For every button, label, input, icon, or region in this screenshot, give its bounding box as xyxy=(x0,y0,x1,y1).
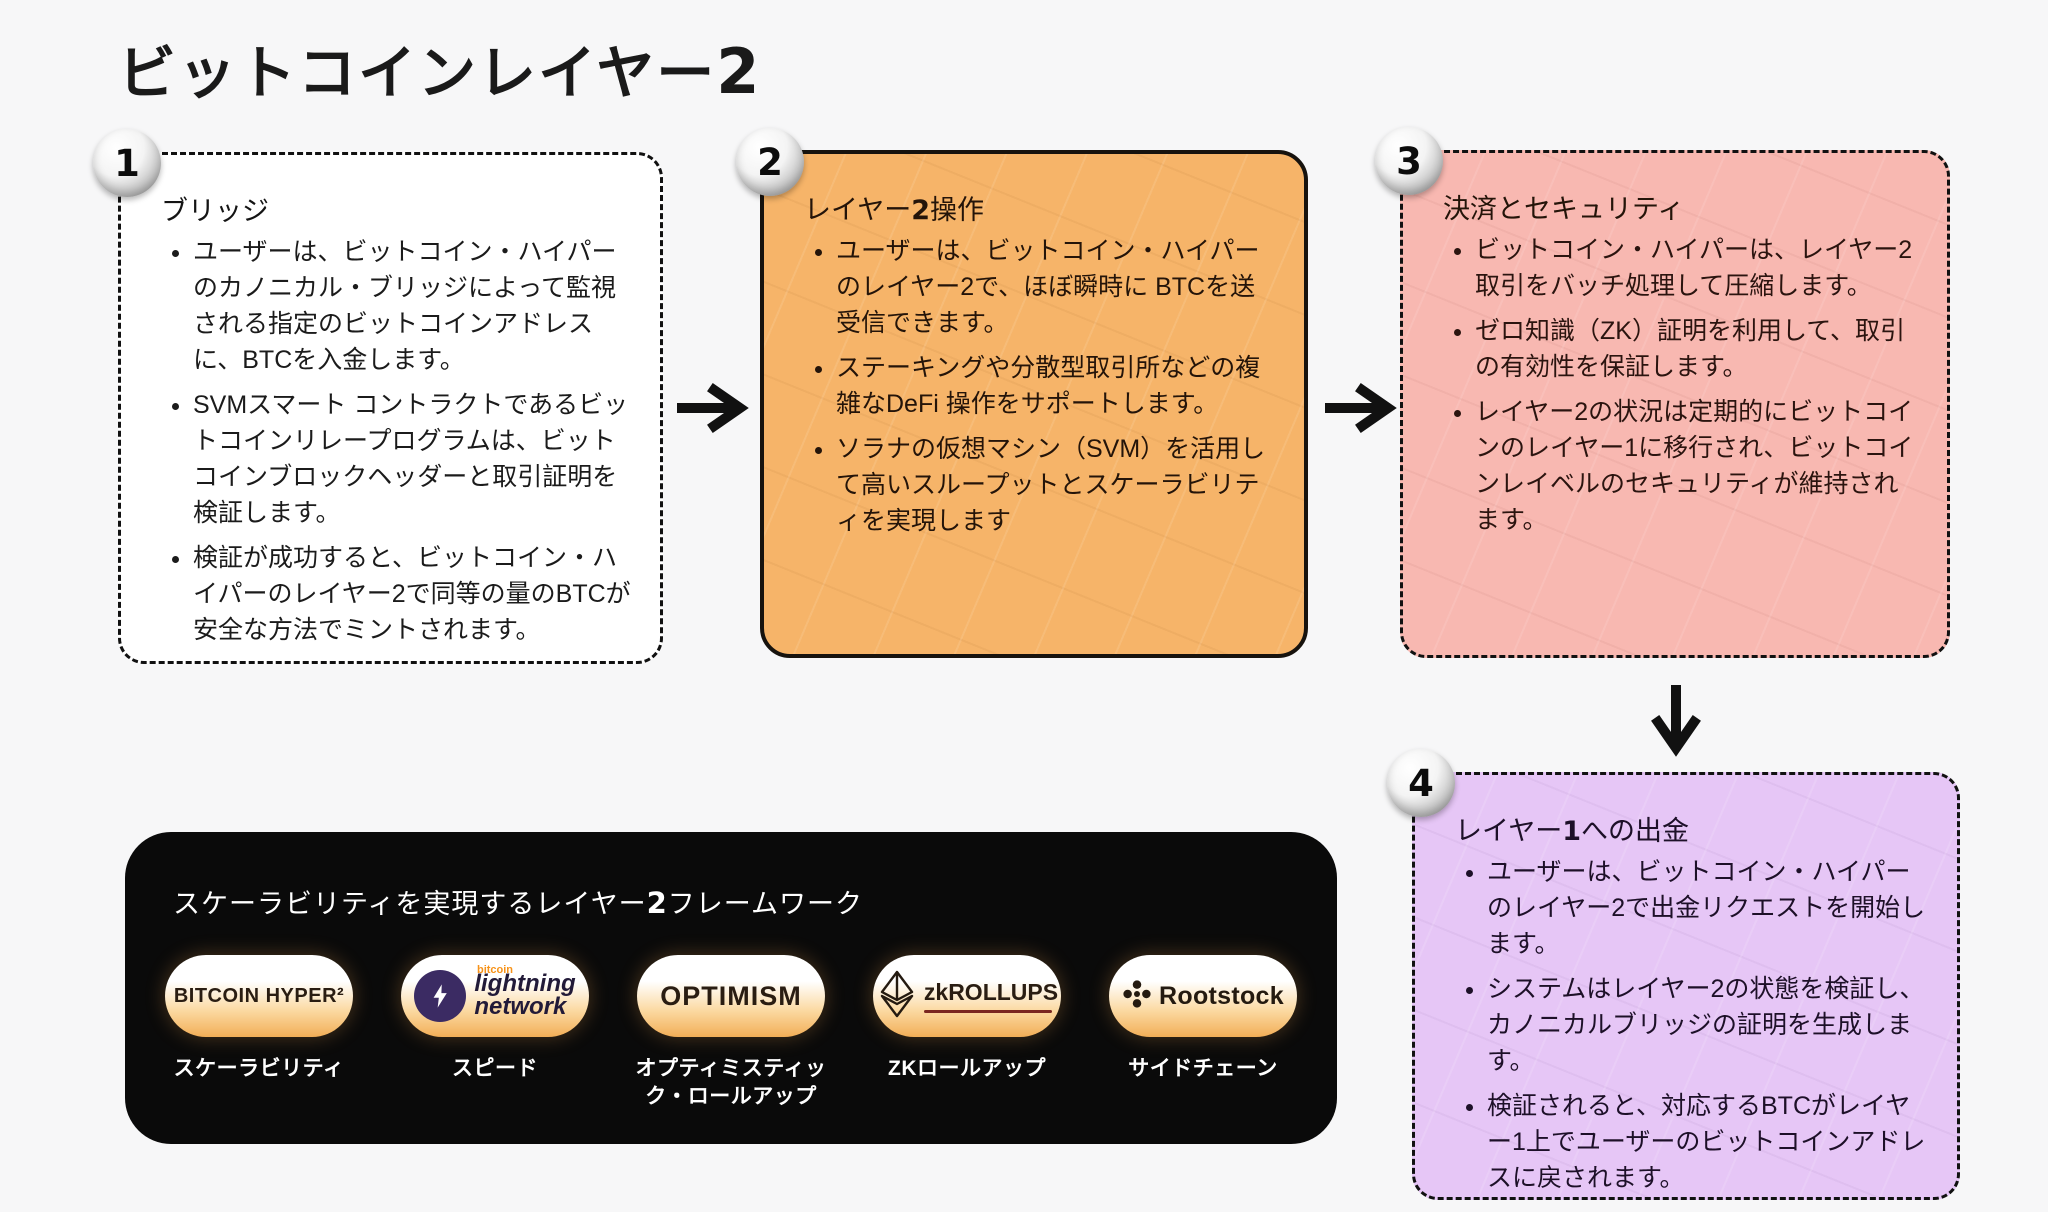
step-4-title: レイヤー1への出金 xyxy=(1455,809,1931,848)
step-1-title: ブリッジ xyxy=(161,189,634,228)
step-1-title-text: ブリッジ xyxy=(161,196,269,226)
step-2-title: レイヤー2操作 xyxy=(804,188,1278,227)
framework-item-label: ZKロールアップ xyxy=(888,1057,1046,1080)
step-2-title-text: レイヤー xyxy=(804,195,912,225)
flow-step-4-withdrawal: 4 レイヤー1への出金 ユーザーは、ビットコイン・ハイパーのレイヤー2で出金リク… xyxy=(1387,749,1960,1200)
bullet-item: ユーザーは、ビットコイン・ハイパーのレイヤー2で出金リクエストを開始します。 xyxy=(1487,854,1933,962)
flow-step-2-layer2-operations: 2 レイヤー2操作 ユーザーは、ビットコイン・ハイパーのレイヤー2で、ほぼ瞬時に… xyxy=(736,128,1308,658)
bullet-item: ソラナの仮想マシン（SVM）を活用して高いスループットとスケーラビリティを実現し… xyxy=(836,431,1280,539)
framework-item-zkrollups: zkROLLUPS ZKロールアップ xyxy=(857,955,1077,1112)
step-4-title-suffix: への出金 xyxy=(1581,816,1689,846)
step-number-badge-2: 2 xyxy=(736,128,804,196)
step-number-badge-3: 3 xyxy=(1375,127,1443,195)
framework-item-rootstock: Rootstock サイドチェーン xyxy=(1093,955,1313,1112)
panel-heading-text: スケーラビリティを実現するレイヤー xyxy=(173,889,647,919)
bullet-item: SVMスマート コントラクトであるビットコインリレープログラムは、ビットコインブ… xyxy=(193,387,636,531)
bullet-item: ビットコイン・ハイパーは、レイヤー2取引をバッチ処理して圧縮します。 xyxy=(1475,232,1923,304)
rootstock-logo-text: Rootstock xyxy=(1159,981,1284,1010)
bullet-item: ゼロ知識（ZK）証明を利用して、取引の有効性を保証します。 xyxy=(1475,313,1923,385)
framework-item-optimism: OPTIMISM オプティミスティック・ロールアップ xyxy=(621,955,841,1112)
panel-heading: スケーラビリティを実現するレイヤー2フレームワーク xyxy=(173,882,1313,921)
step-1-bullet-list: ユーザーは、ビットコイン・ハイパーのカノニカル・ブリッジによって監視される指定の… xyxy=(163,234,636,648)
bullet-item: 検証されると、対応するBTCがレイヤー1上でユーザーのビットコインアドレスに戻さ… xyxy=(1487,1088,1933,1196)
rootstock-clover-icon xyxy=(1122,979,1152,1014)
lightning-bolt-icon xyxy=(414,970,467,1022)
layer2-frameworks-panel: スケーラビリティを実現するレイヤー2フレームワーク BITCOIN HYPER²… xyxy=(125,832,1337,1144)
framework-item-lightning-network: bitcoin lightning network スピード xyxy=(385,955,605,1112)
step-2-title-suffix: 操作 xyxy=(930,195,984,225)
bullet-item: ユーザーは、ビットコイン・ハイパーのレイヤー2で、ほぼ瞬時に BTCを送受信でき… xyxy=(836,233,1280,341)
page-title-number: 2 xyxy=(716,35,762,108)
bullet-item: 検証が成功すると、ビットコイン・ハイパーのレイヤー2で同等の量のBTCが安全な方… xyxy=(193,540,636,648)
arrow-down-icon xyxy=(1650,684,1702,767)
step-3-bullet-list: ビットコイン・ハイパーは、レイヤー2取引をバッチ処理して圧縮します。 ゼロ知識（… xyxy=(1445,232,1923,538)
panel-heading-suffix: フレームワーク xyxy=(667,889,863,919)
step-3-title-text: 決済とセキュリティ xyxy=(1443,194,1685,224)
step-2-title-number: 2 xyxy=(911,195,930,226)
framework-item-label: スピード xyxy=(452,1057,538,1080)
lightning-line2: network xyxy=(474,993,567,1020)
rootstock-logo: Rootstock xyxy=(1109,955,1297,1037)
framework-item-label: サイドチェーン xyxy=(1128,1057,1278,1080)
optimism-logo-text: OPTIMISM xyxy=(660,980,802,1011)
lightning-line1: lightning xyxy=(474,970,576,998)
lightning-network-logo: bitcoin lightning network xyxy=(401,955,589,1037)
zkrollups-tagline-bar xyxy=(923,1010,1052,1013)
framework-logo-row: BITCOIN HYPER² スケーラビリティ bitcoin lightnin… xyxy=(149,955,1313,1112)
zkrollups-logo: zkROLLUPS xyxy=(873,955,1061,1037)
page-title: ビットコインレイヤー2 xyxy=(118,26,761,110)
framework-item-bitcoin-hyper: BITCOIN HYPER² スケーラビリティ xyxy=(149,955,369,1112)
page-title-text: ビットコインレイヤー xyxy=(118,41,717,106)
zkrollups-diamond-icon xyxy=(876,969,918,1024)
flow-step-3-settlement-security: 3 決済とセキュリティ ビットコイン・ハイパーは、レイヤー2取引をバッチ処理して… xyxy=(1375,127,1950,658)
bullet-item: レイヤー2の状況は定期的にビットコインのレイヤー1に移行され、ビットコインレイベ… xyxy=(1475,394,1923,538)
bitcoin-hyper-logo: BITCOIN HYPER² xyxy=(165,955,353,1037)
step-4-bullet-list: ユーザーは、ビットコイン・ハイパーのレイヤー2で出金リクエストを開始します。 シ… xyxy=(1457,854,1933,1196)
step-4-title-text: レイヤー xyxy=(1455,816,1563,846)
step-4-title-number: 1 xyxy=(1562,816,1581,847)
bitcoin-hyper-logo-text: BITCOIN HYPER² xyxy=(173,984,345,1007)
bullet-item: ステーキングや分散型取引所などの複雑なDeFi 操作をサポートします。 xyxy=(836,350,1280,422)
bitcoin-wordmark: bitcoin xyxy=(476,964,514,976)
flow-step-1-bridge: 1 ブリッジ ユーザーは、ビットコイン・ハイパーのカノニカル・ブリッジによって監… xyxy=(93,129,663,664)
arrow-right-icon xyxy=(676,382,752,439)
optimism-logo: OPTIMISM xyxy=(637,955,825,1037)
step-3-title: 決済とセキュリティ xyxy=(1443,187,1921,226)
lightning-network-logo-text: lightning network xyxy=(474,970,576,1020)
step-number-badge-1: 1 xyxy=(93,129,161,197)
arrow-right-icon xyxy=(1324,382,1400,439)
bullet-item: ユーザーは、ビットコイン・ハイパーのカノニカル・ブリッジによって監視される指定の… xyxy=(193,234,636,378)
framework-item-label: オプティミスティック・ロールアップ xyxy=(635,1057,827,1109)
step-number-badge-4: 4 xyxy=(1387,749,1455,817)
framework-item-label: スケーラビリティ xyxy=(173,1057,345,1080)
panel-heading-number: 2 xyxy=(646,886,668,920)
zkrollups-logo-text: zkROLLUPS xyxy=(923,979,1059,1005)
step-2-bullet-list: ユーザーは、ビットコイン・ハイパーのレイヤー2で、ほぼ瞬時に BTCを送受信でき… xyxy=(806,233,1280,539)
bullet-item: システムはレイヤー2の状態を検証し、カノニカルブリッジの証明を生成します。 xyxy=(1487,971,1933,1079)
